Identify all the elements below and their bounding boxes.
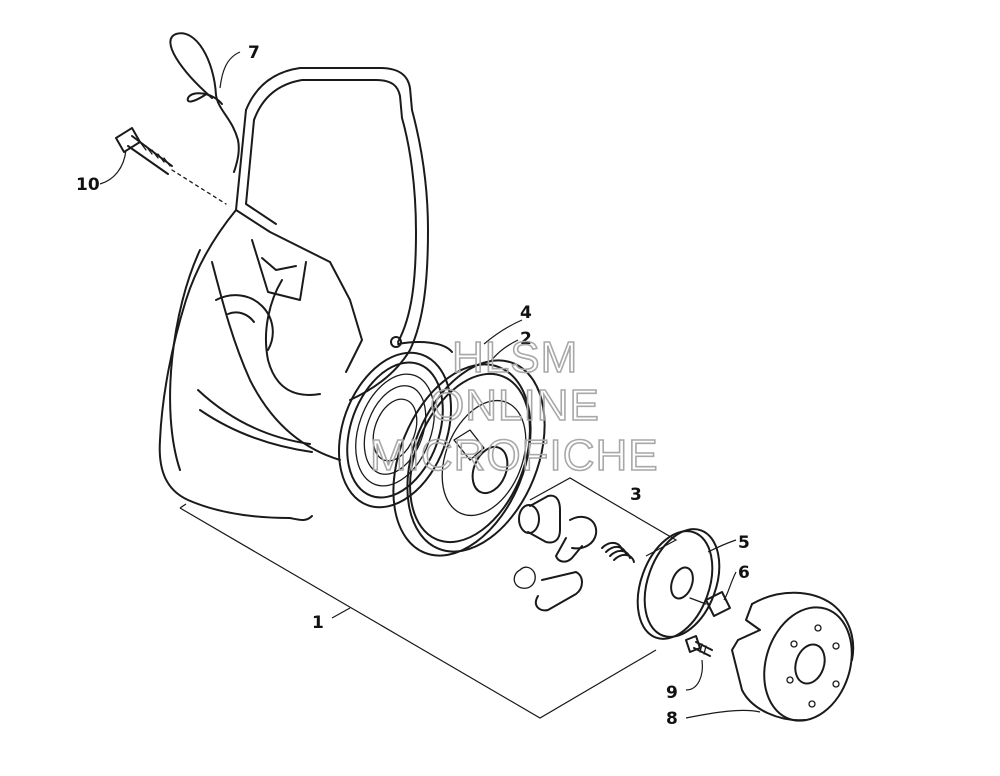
callout-9: 9 xyxy=(666,683,678,703)
long-bolt xyxy=(115,127,227,205)
small-bolt-9 xyxy=(685,635,713,657)
callout-10: 10 xyxy=(76,175,100,195)
group-bracket-1 xyxy=(179,503,657,719)
rope-handle xyxy=(169,32,240,173)
callout-6: 6 xyxy=(738,563,750,583)
watermark-line-1: HLSM xyxy=(452,333,578,382)
callout-8: 8 xyxy=(666,709,678,729)
callout-4: 4 xyxy=(520,303,532,323)
callout-3: 3 xyxy=(630,485,642,505)
recoil-reel xyxy=(392,359,546,557)
leader-lines xyxy=(99,51,761,719)
starter-housing xyxy=(158,67,429,521)
washer-plate xyxy=(636,528,721,640)
callout-1: 1 xyxy=(312,613,324,633)
starter-cup xyxy=(731,591,855,722)
watermark: HLSM ONLINE MICROFICHE xyxy=(369,332,659,481)
callout-7: 7 xyxy=(248,43,260,63)
callout-5: 5 xyxy=(738,533,750,553)
watermark-line-3: MICROFICHE xyxy=(370,431,659,480)
watermark-line-2: ONLINE xyxy=(430,381,600,430)
ratchet-parts xyxy=(513,494,635,612)
recoil-spring xyxy=(337,336,453,509)
callout-2: 2 xyxy=(520,329,532,349)
small-bolt-6 xyxy=(689,591,731,617)
group-bracket-3 xyxy=(529,477,678,557)
